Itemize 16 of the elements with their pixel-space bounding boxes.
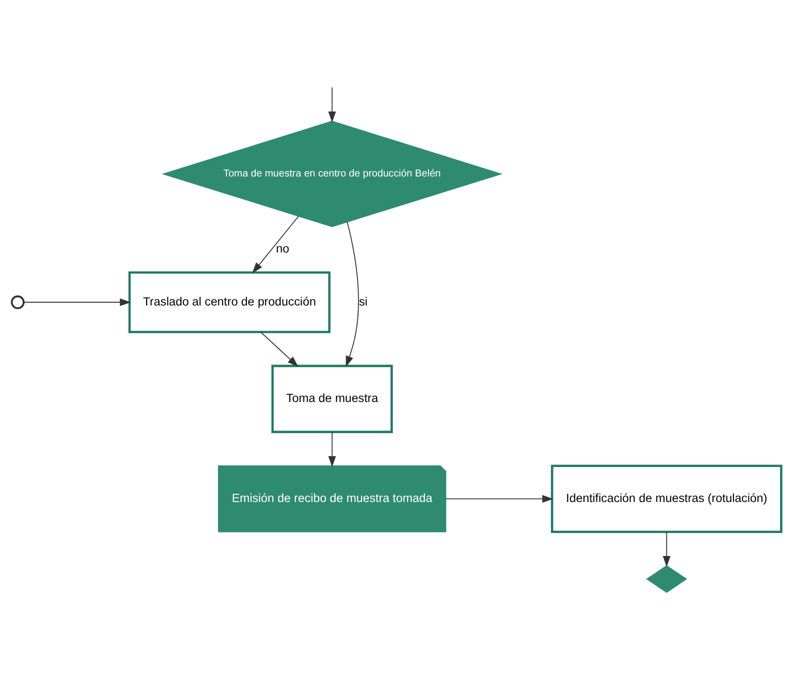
edge-label: no [276, 241, 290, 256]
node-diamond [646, 564, 688, 592]
node-box: Traslado al centro de producción [128, 270, 330, 333]
arrow [328, 86, 336, 122]
arrow [328, 431, 336, 467]
arrow [662, 531, 670, 566]
node-box: Toma de muestra [271, 364, 393, 433]
edge-label: si [358, 294, 368, 308]
arrow [252, 215, 299, 273]
node-box: Identificación de muestras (rotulación) [550, 464, 782, 532]
node-circle [10, 294, 25, 309]
arrow [260, 331, 298, 366]
arrow [346, 221, 359, 367]
arrow [445, 494, 554, 502]
node-diamond: Toma de muestra en centro de producción Belén [162, 120, 503, 227]
arrow [24, 298, 131, 306]
